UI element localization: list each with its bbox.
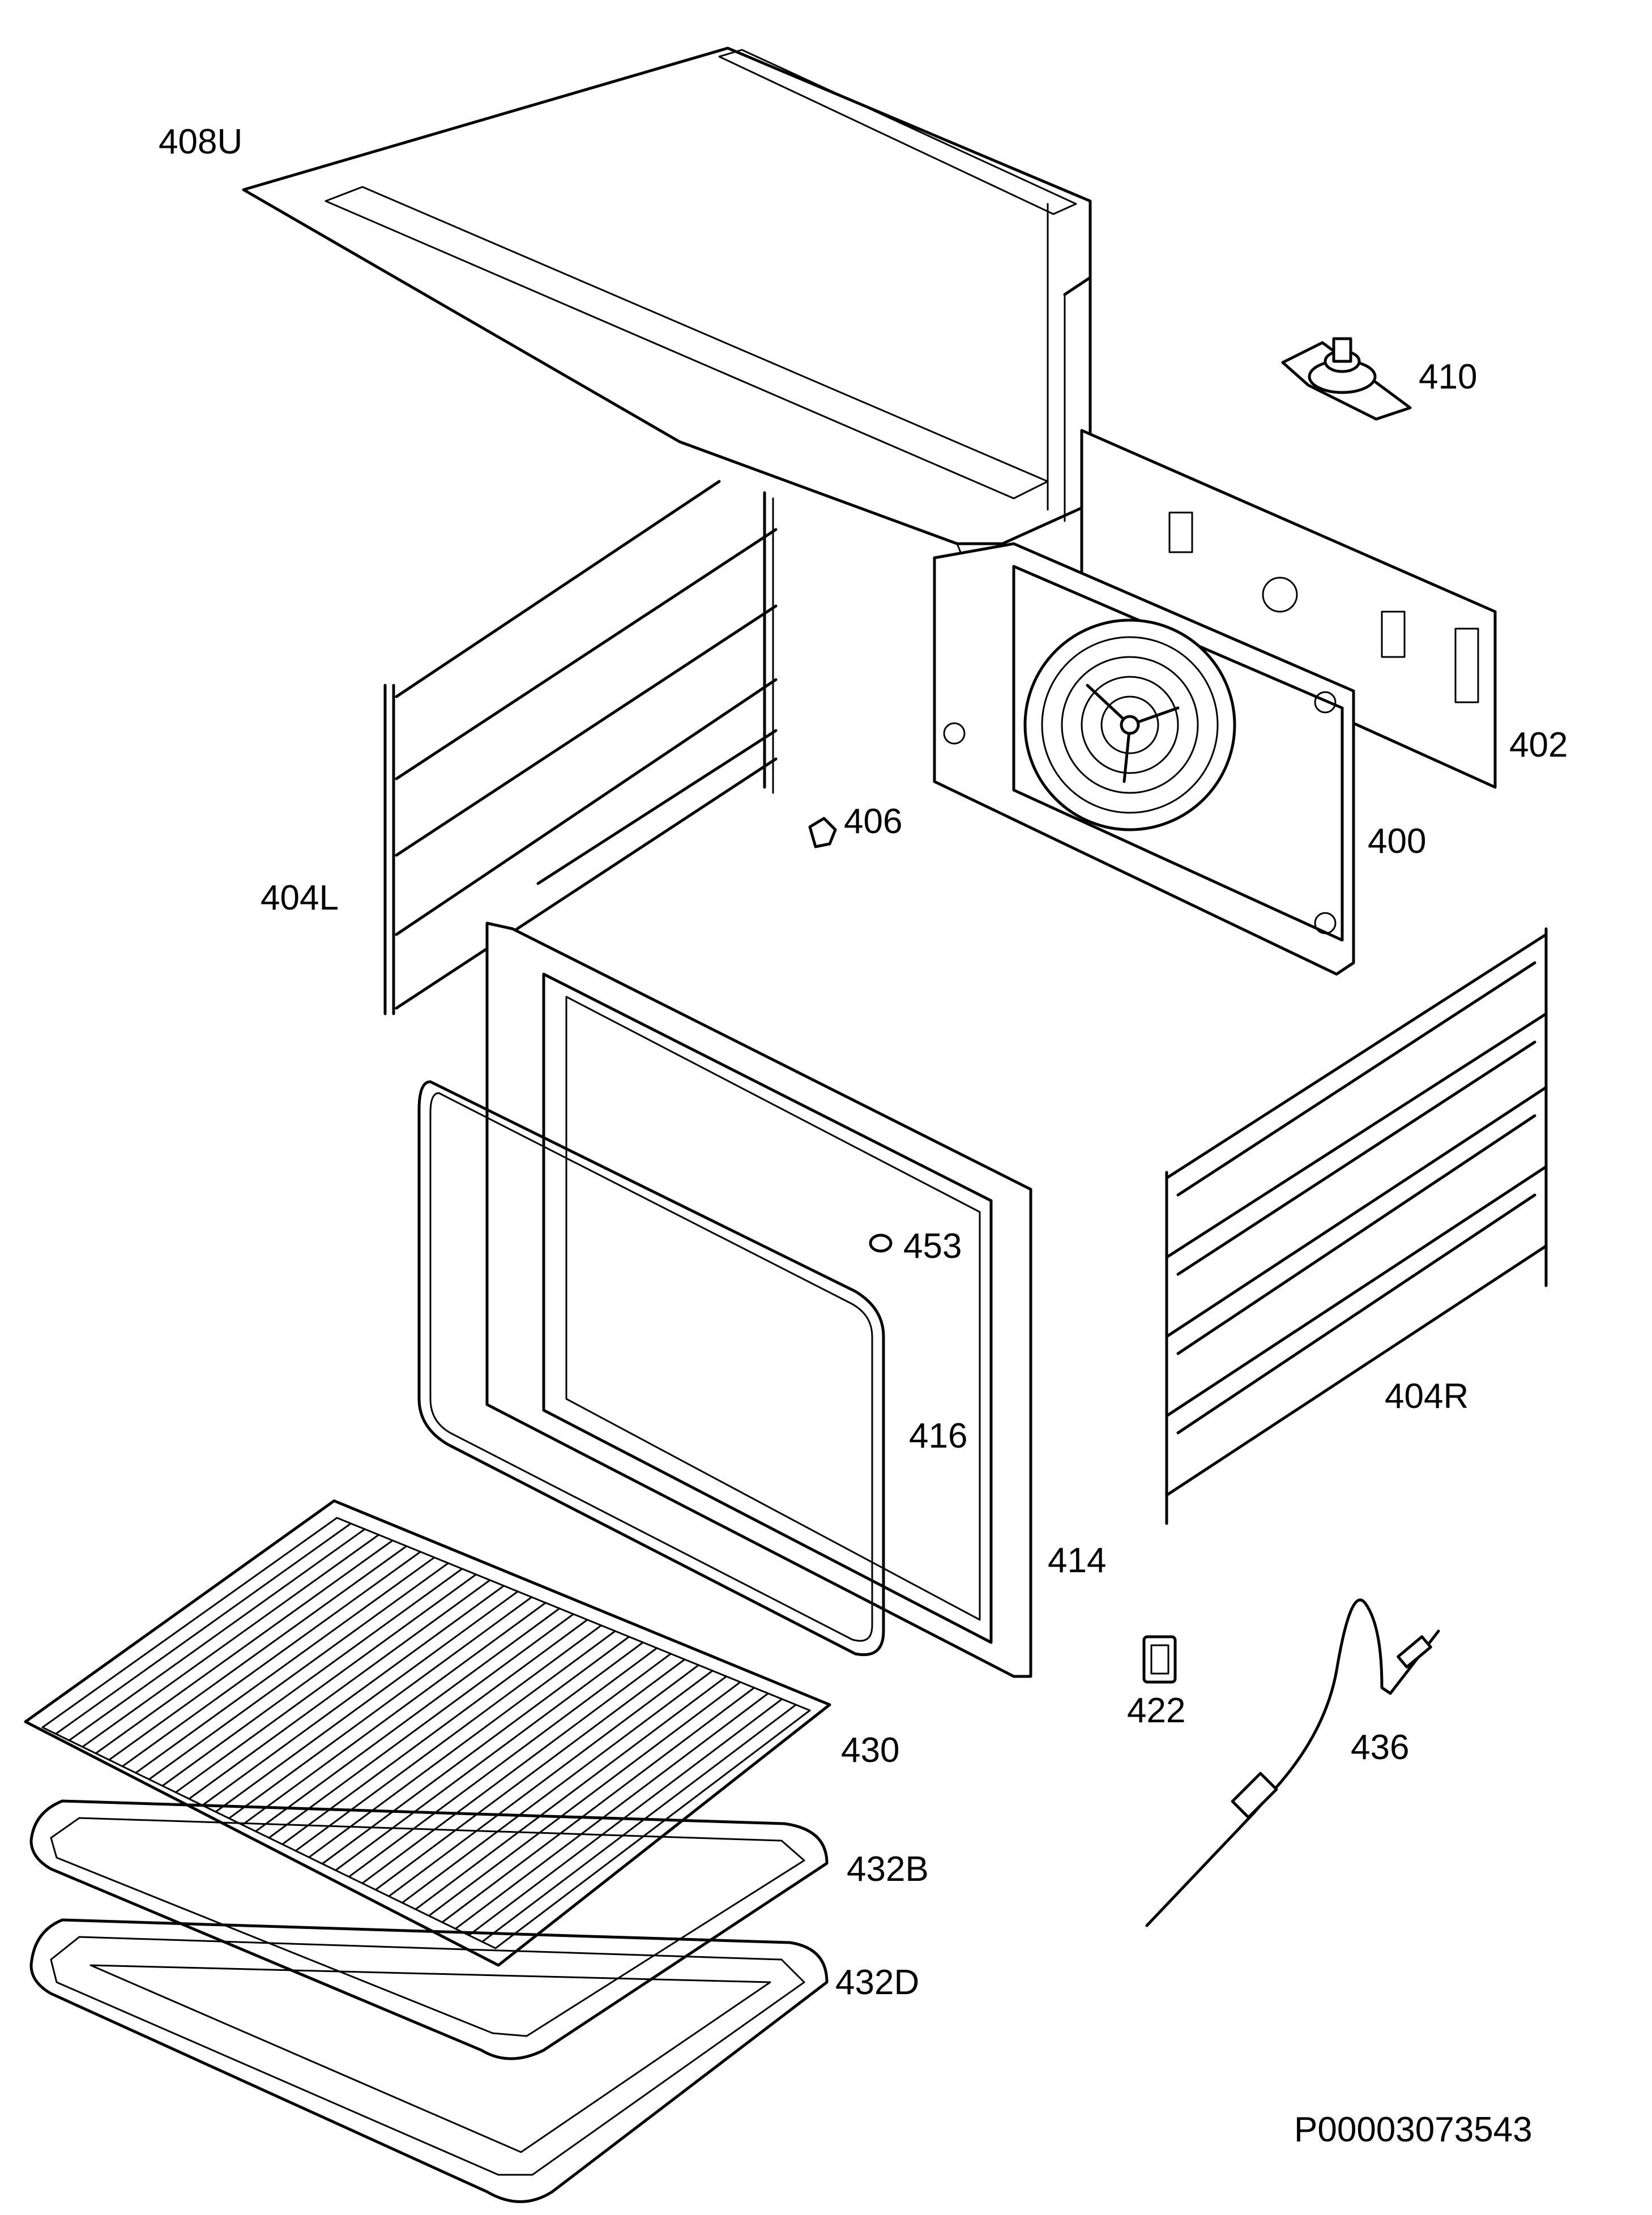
- drawing-code: P00003073543: [1294, 2110, 1533, 2149]
- part-402-back-panel: [1080, 429, 1497, 789]
- shelf-wire: [361, 1653, 672, 1884]
- shelf-wire: [388, 1664, 700, 1897]
- part-410-fan-motor: [1281, 337, 1412, 421]
- shelf-wire: [415, 1675, 728, 1910]
- label-410: 410: [1419, 357, 1478, 396]
- label-404r: 404R: [1385, 1377, 1469, 1416]
- label-453: 453: [903, 1227, 962, 1266]
- shelf-wire: [148, 1562, 449, 1781]
- label-406: 406: [844, 802, 903, 841]
- label-432b: 432B: [847, 1850, 929, 1889]
- part-406-small-part: [808, 817, 837, 848]
- shelf-wire: [201, 1585, 505, 1807]
- shelf-wire: [82, 1534, 380, 1748]
- shelf-wire: [68, 1528, 366, 1742]
- part-408u-top-panel: [242, 46, 1092, 559]
- label-402: 402: [1509, 725, 1568, 765]
- shelf-wire: [268, 1613, 574, 1839]
- shelf-wire: [241, 1602, 547, 1826]
- part-432d-deep-tray: [29, 1918, 829, 2203]
- label-436: 436: [1351, 1728, 1410, 1767]
- label-404l: 404L: [261, 878, 339, 917]
- shelf-wire: [55, 1522, 352, 1735]
- part-404r-right-rails: [1165, 927, 1548, 1525]
- part-404l-left-rails: [383, 480, 778, 1015]
- shelf-wire: [454, 1692, 769, 1930]
- label-408u: 408U: [159, 122, 243, 161]
- shelf-wire: [95, 1539, 394, 1755]
- shelf-wire: [374, 1658, 686, 1891]
- part-422-lamp-holder: [1142, 1635, 1177, 1684]
- shelf-wire: [348, 1647, 658, 1878]
- part-416-door-seal: [417, 1080, 885, 1657]
- label-430: 430: [841, 1731, 900, 1770]
- shelf-wire: [188, 1579, 491, 1800]
- shelf-wire: [254, 1607, 561, 1833]
- shelf-wire: [321, 1636, 630, 1865]
- shelf-wire: [161, 1568, 463, 1787]
- shelf-wire: [108, 1545, 408, 1761]
- part-414-door-frame: [485, 921, 1032, 1678]
- label-400: 400: [1368, 822, 1427, 861]
- shelf-wire: [294, 1624, 603, 1852]
- shelf-wire: [441, 1687, 755, 1923]
- shelf-wire: [135, 1556, 436, 1774]
- shelf-wire: [228, 1596, 533, 1820]
- shelf-wire: [281, 1619, 588, 1845]
- part-432b-tray: [29, 1799, 829, 2060]
- label-416: 416: [909, 1416, 968, 1456]
- shelf-wire: [468, 1698, 783, 1936]
- part-436-meat-probe: [1145, 1598, 1440, 1927]
- shelf-wire: [215, 1590, 519, 1813]
- part-453-screw: [869, 1234, 893, 1253]
- shelf-wire: [174, 1573, 477, 1794]
- label-422: 422: [1127, 1691, 1186, 1730]
- label-432d: 432D: [835, 1963, 920, 2002]
- label-414: 414: [1048, 1541, 1107, 1580]
- shelf-wire: [428, 1681, 741, 1917]
- shelf-wire: [335, 1641, 644, 1871]
- part-430-wire-shelf: [24, 1499, 831, 1967]
- part-400-rear-wall: [933, 542, 1355, 976]
- shelf-wire: [121, 1551, 421, 1768]
- shelf-wire: [308, 1630, 616, 1858]
- shelf-wire: [401, 1670, 714, 1904]
- shelf-wire: [481, 1704, 797, 1943]
